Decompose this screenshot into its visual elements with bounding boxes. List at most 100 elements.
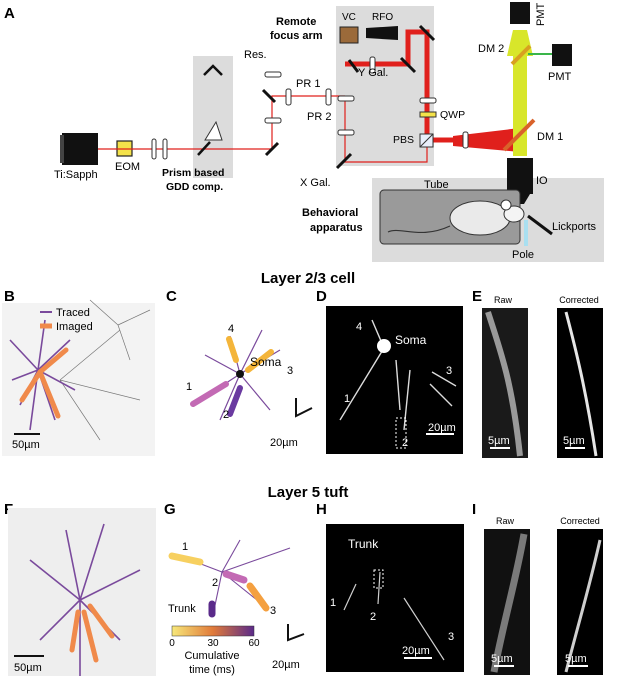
laser-label: Ti:Sapph (54, 169, 98, 181)
panel-e-raw-title: Raw (494, 295, 513, 305)
scale-h: 20µm (402, 645, 430, 657)
panel-h-image (326, 524, 464, 672)
behav-label-1: Behavioral (302, 207, 358, 219)
scale-c: 20µm (270, 437, 298, 449)
panel-g-colorbar (171, 625, 255, 637)
panel-f-traced (29, 523, 141, 676)
remote-label-2: focus arm (270, 30, 323, 42)
pmt-side (552, 44, 572, 66)
panel-i-corrected-title: Corrected (560, 516, 600, 526)
panel-g-branch-2: 2 (212, 577, 218, 589)
mouse-head (503, 205, 525, 223)
pr2-label: PR 2 (307, 111, 331, 123)
layer23-title: Layer 2/3 cell (261, 270, 355, 287)
panel-c-branch-3: 3 (287, 365, 293, 377)
pmt-side-label: PMT (548, 71, 572, 83)
panel-h: H Trunk 1 2 3 20µm (316, 501, 464, 672)
panel-h-letter: H (316, 501, 327, 518)
panel-c-axes (295, 398, 313, 418)
legend-traced-text: Traced (56, 307, 90, 319)
panel-d: D Soma 1 2 3 4 20µm (316, 288, 463, 454)
panel-h-branch-2: 2 (370, 611, 376, 623)
panel-c-branch-4: 4 (228, 323, 234, 335)
panel-e-corrected-title: Corrected (559, 295, 599, 305)
io-label: IO (536, 175, 548, 187)
panel-c-branch-2: 2 (223, 409, 229, 421)
lickport-bar (527, 214, 553, 236)
panel-c: C Soma 1 2 3 4 20µm (166, 288, 313, 449)
panel-i-letter: I (472, 501, 476, 518)
remote-label-1: Remote (276, 16, 316, 28)
xgal-label: X Gal. (300, 177, 331, 189)
panel-d-roi (395, 417, 407, 449)
vc-label: VC (342, 12, 356, 23)
panel-e-corrected-image (557, 308, 603, 458)
panel-h-branch-1: 1 (330, 597, 336, 609)
dm1-mirror (502, 118, 536, 152)
scale-i-corrected: 5µm (565, 653, 587, 665)
panel-i-corrected-dendrite (564, 539, 602, 673)
panel-d-dendrites (339, 319, 457, 431)
panel-d-branch-4: 4 (356, 321, 362, 333)
dm1-label: DM 1 (537, 131, 563, 143)
panel-e-corrected-dendrite (564, 311, 598, 457)
panel-b-imaged (19, 347, 69, 419)
scale-i-raw: 5µm (491, 653, 513, 665)
panel-g-branch-3: 3 (270, 605, 276, 617)
panel-d-branch-2: 2 (402, 437, 408, 449)
panel-d-letter: D (316, 288, 327, 305)
panel-h-branch-3: 3 (448, 631, 454, 643)
scale-e-raw: 5µm (488, 435, 510, 447)
pbs-label: PBS (393, 134, 414, 146)
eom-label: EOM (115, 161, 140, 173)
scale-f: 50µm (14, 662, 42, 674)
cbar-label-1: Cumulative (184, 650, 239, 662)
pole-bar (524, 220, 528, 246)
panel-f-imaged (69, 603, 115, 663)
panel-e-letter: E (472, 288, 482, 305)
laser-block (62, 133, 98, 165)
cbar-tick-2: 60 (248, 638, 260, 649)
scale-d: 20µm (428, 422, 456, 434)
panel-i: I Raw Corrected 5µm 5µm (472, 501, 603, 675)
mouse-ear (500, 199, 512, 211)
pmt-top-label: PMT (535, 3, 547, 27)
panel-g-branch-1: 1 (182, 541, 188, 553)
objective-beam (453, 128, 520, 152)
gdd-pickoff (197, 141, 211, 156)
gdd-label-2: GDD comp. (166, 181, 223, 193)
lens-group (151, 56, 469, 160)
panel-b-neurons (59, 299, 151, 441)
panel-e-raw-image (482, 308, 528, 458)
panel-d-branch-1: 1 (344, 393, 350, 405)
gdd-roof-mirror (203, 64, 223, 76)
panel-i-raw-title: Raw (496, 516, 515, 526)
gdd-shade (193, 56, 233, 178)
panel-g-imaged (168, 552, 270, 618)
ygal-label: Y Gal. (358, 67, 388, 79)
layer5-title: Layer 5 tuft (268, 484, 349, 501)
behav-label-2: apparatus (310, 222, 363, 234)
panel-h-trunk: Trunk (348, 537, 379, 551)
pmt-top (510, 2, 530, 24)
mirrors (261, 24, 436, 170)
panel-d-branch-3: 3 (446, 365, 452, 377)
emission-cone (507, 30, 533, 56)
dm2-label: DM 2 (478, 43, 504, 55)
panel-c-branch-1: 1 (186, 381, 192, 393)
panel-h-dendrites (343, 571, 445, 661)
scale-e-corrected: 5µm (563, 435, 585, 447)
qwp-label: QWP (440, 109, 465, 121)
panel-a: A Ti:Sapph EOM (4, 2, 604, 262)
panel-c-soma (236, 370, 244, 378)
rfo-label: RFO (372, 12, 393, 23)
panel-g-axes (287, 624, 305, 642)
panel-f: F 50µm (4, 501, 156, 676)
mouse-tail (387, 225, 451, 234)
tube-label: Tube (424, 179, 449, 191)
scale-b: 50µm (12, 439, 40, 451)
lickports-label: Lickports (552, 221, 597, 233)
panel-i-raw-dendrite (490, 533, 528, 673)
rfo-objective (366, 26, 398, 40)
panel-d-soma-label: Soma (395, 333, 427, 347)
